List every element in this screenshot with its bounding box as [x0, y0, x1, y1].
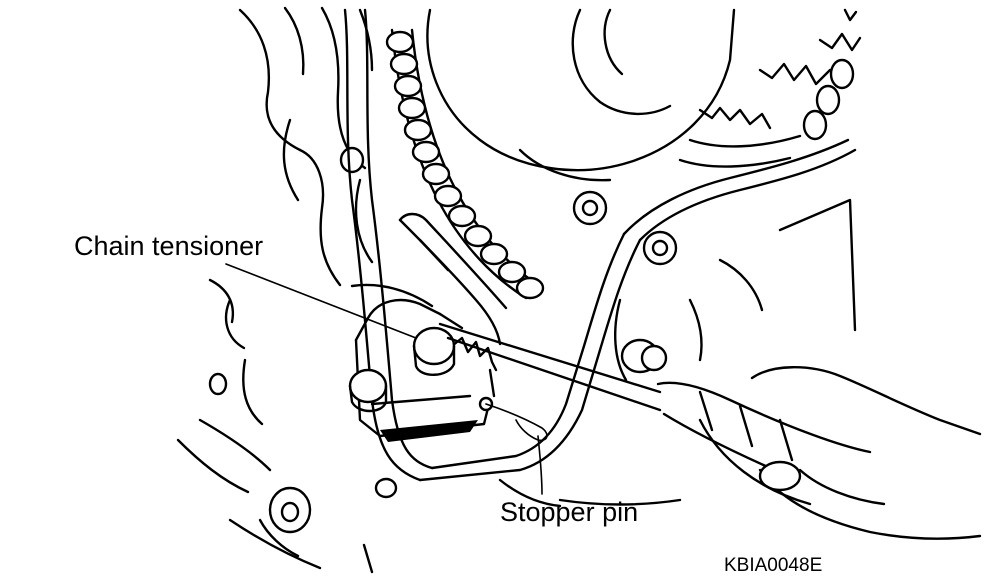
hand — [750, 366, 982, 540]
leader-lines — [225, 263, 543, 495]
engine-block-right — [498, 198, 857, 508]
stopper-pin-label: Stopper pin — [500, 497, 638, 527]
figure-code-label: KBIA0048E — [724, 555, 822, 576]
chain-tensioner-label: Chain tensioner — [74, 231, 263, 261]
camshaft-sprocket — [426, 8, 736, 182]
timing-chain — [385, 28, 545, 300]
chain-guide — [398, 212, 508, 346]
bolt-bosses — [208, 146, 678, 534]
crank-sprocket-right — [678, 8, 862, 168]
stopper-pin-leader — [537, 435, 543, 495]
engine-block-left — [176, 6, 374, 574]
chain-tensioner-leader — [225, 263, 417, 339]
chain-tensioner-body — [348, 283, 498, 442]
stopper-pin — [478, 396, 548, 442]
timing-cover-channel — [343, 8, 857, 482]
